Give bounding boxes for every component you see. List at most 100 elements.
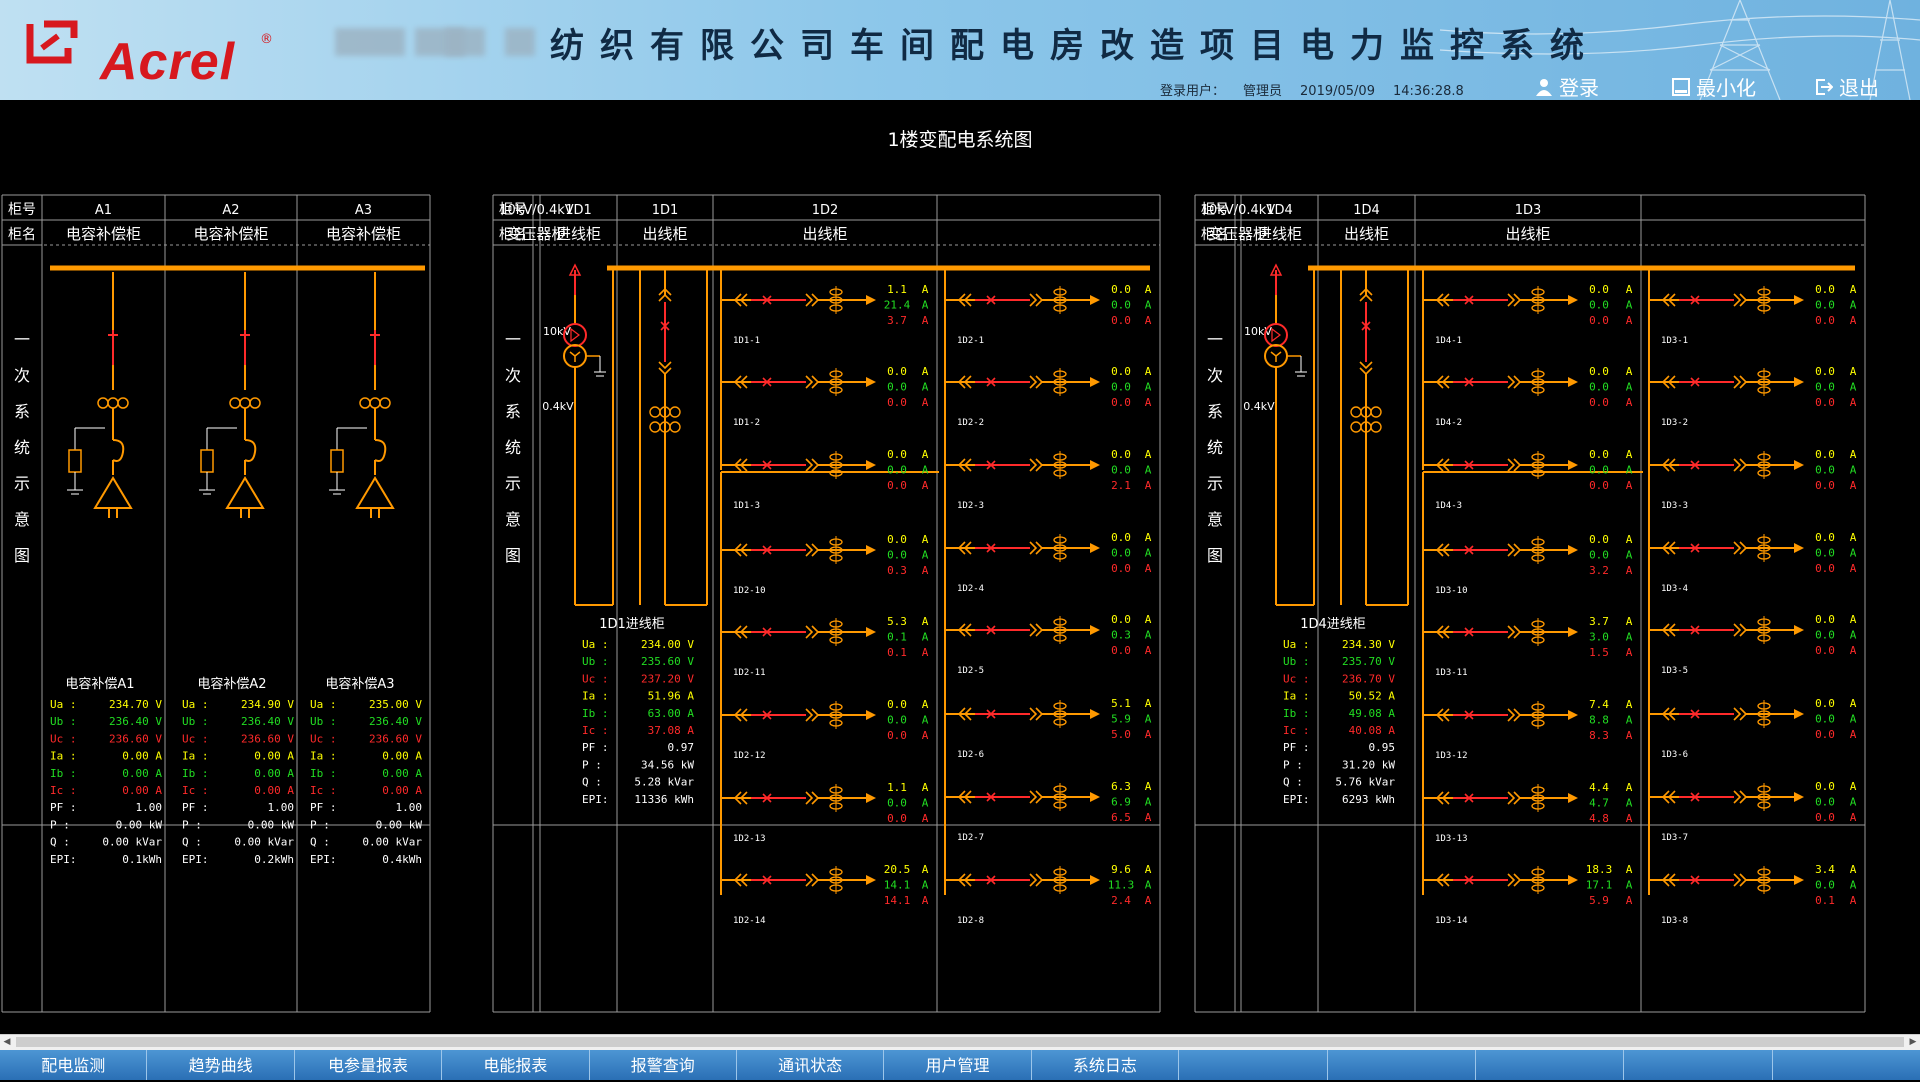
exit-button[interactable]: 退出 [1815,72,1879,100]
tab-system-log[interactable]: 系统日志 [1032,1050,1180,1080]
scroll-right-icon[interactable]: ▶ [1909,1037,1917,1047]
feeder-unit: A [922,894,929,907]
feeder-current-value: 0.0 [1111,365,1131,378]
contact-chevron-icon [1029,790,1044,804]
feeder-unit: A [1145,728,1152,741]
feeder-current-value: 0.0 [1815,479,1835,492]
feeder-current-value: 6.9 [1111,796,1131,809]
feeder-id: 1D3-1 [1661,336,1688,346]
meter-param-label: EPI: [310,853,337,866]
login-user-label: 登录用户： [1160,84,1226,99]
capacitor-branch [199,272,265,518]
contact-chevron-icon [658,287,672,302]
meter-param-label: Ic : [310,784,337,797]
feeder-unit: A [1850,894,1857,907]
feeder-unit: A [1626,299,1633,312]
contact-chevron-icon [1733,375,1748,389]
scroll-thumb[interactable] [16,1037,1904,1047]
feeder-current-value: 0.0 [1815,365,1835,378]
tab-parameter-report[interactable]: 电参量报表 [295,1050,443,1080]
arrow-icon [866,377,876,387]
tab-empty [1179,1050,1328,1080]
login-button[interactable]: 登录 [1535,72,1599,100]
feeder-current-value: 3.7 [1589,615,1609,628]
breaker-x-icon [762,627,772,637]
feeder-id: 1D1-1 [733,336,760,346]
feeder-id: 1D3-13 [1435,834,1468,844]
feeder-unit: A [1145,796,1152,809]
feeder-current-value: 0.1 [887,646,907,659]
contact-chevron-icon [1029,375,1044,389]
transformer-delta-icon [1271,327,1281,343]
feeder-current-value: 9.6 [1111,863,1131,876]
feeder-id: 1D2-12 [733,751,766,761]
feeder-id: 1D2-8 [957,916,984,926]
cabinet-number: 1D4 [1353,203,1380,218]
feeder-unit: A [922,646,929,659]
arrow-icon [1794,460,1804,470]
feeder-current-value: 0.0 [887,797,907,810]
breaker-x-icon [1690,709,1700,719]
meter-param-label: P : [50,818,70,831]
breaker-x-icon [1361,321,1371,331]
meter-param-value: 0.00 A [122,767,162,780]
tab-energy-report[interactable]: 电能报表 [442,1050,590,1080]
meter-param-value: 34.56 kW [641,758,694,771]
side-label-char: 次 [505,366,521,385]
cabinet-name: 出线柜 [642,225,687,243]
meter-param-value: 37.08 A [648,724,695,737]
breaker-x-icon [762,460,772,470]
contact-chevron-icon [1661,873,1676,887]
tab-trend-curve[interactable]: 趋势曲线 [147,1050,295,1080]
meter-param-value: 0.1kWh [122,853,162,866]
feeder-current-value: 0.0 [1589,314,1609,327]
feeder-current-value: 1.1 [887,781,907,794]
feeder-current-value: 0.3 [1111,629,1131,642]
minimize-button-label: 最小化 [1696,76,1756,100]
cabinet-number: 1D1 [565,203,592,218]
minimize-button[interactable]: 最小化 [1672,72,1756,100]
breaker-x-icon [1690,543,1700,553]
tab-alarm-query[interactable]: 报警查询 [590,1050,737,1080]
contact-chevron-icon [658,361,672,376]
registered-mark: ® [260,32,273,47]
feeder-unit: A [1850,811,1857,824]
feeder-id: 1D2-13 [733,834,766,844]
arrow-icon [1090,295,1100,305]
meter-param-value: 0.00 A [122,750,162,763]
feeder-unit: A [1850,531,1857,544]
side-label-char: 图 [1207,546,1223,565]
feeder-current-value: 17.1 [1586,879,1613,892]
meter-param-value: 40.08 A [1349,724,1396,737]
current-transformer-icon [669,406,681,418]
feeder-id: 1D1-2 [733,418,760,428]
feeder-id: 1D1-3 [733,501,760,511]
meter-param-label: Ia : [182,750,209,763]
horizontal-scrollbar[interactable]: ◀ ▶ [0,1034,1920,1050]
feeder-current-value: 0.0 [1111,299,1131,312]
cabinet-number: 10kV/0.4kV [1201,203,1276,218]
tab-power-monitoring[interactable]: 配电监测 [0,1050,148,1080]
contact-chevron-icon [1661,458,1676,472]
capacitor-branch [329,272,395,518]
meter-param-label: Ub : [50,715,77,728]
meter-param-value: 0.00 kVar [362,836,422,849]
feeder-unit: A [1145,713,1152,726]
tab-comm-status[interactable]: 通讯状态 [737,1050,885,1080]
breaker-x-icon [1464,545,1474,555]
breaker-x-icon [1464,377,1474,387]
breaker-x-icon [1464,793,1474,803]
tab-user-management[interactable]: 用户管理 [884,1050,1032,1080]
meter-title: 1D4进线柜 [1300,617,1366,632]
contact-chevron-icon [1661,623,1676,637]
feeder-unit: A [1850,863,1857,876]
scroll-left-icon[interactable]: ◀ [3,1037,11,1047]
